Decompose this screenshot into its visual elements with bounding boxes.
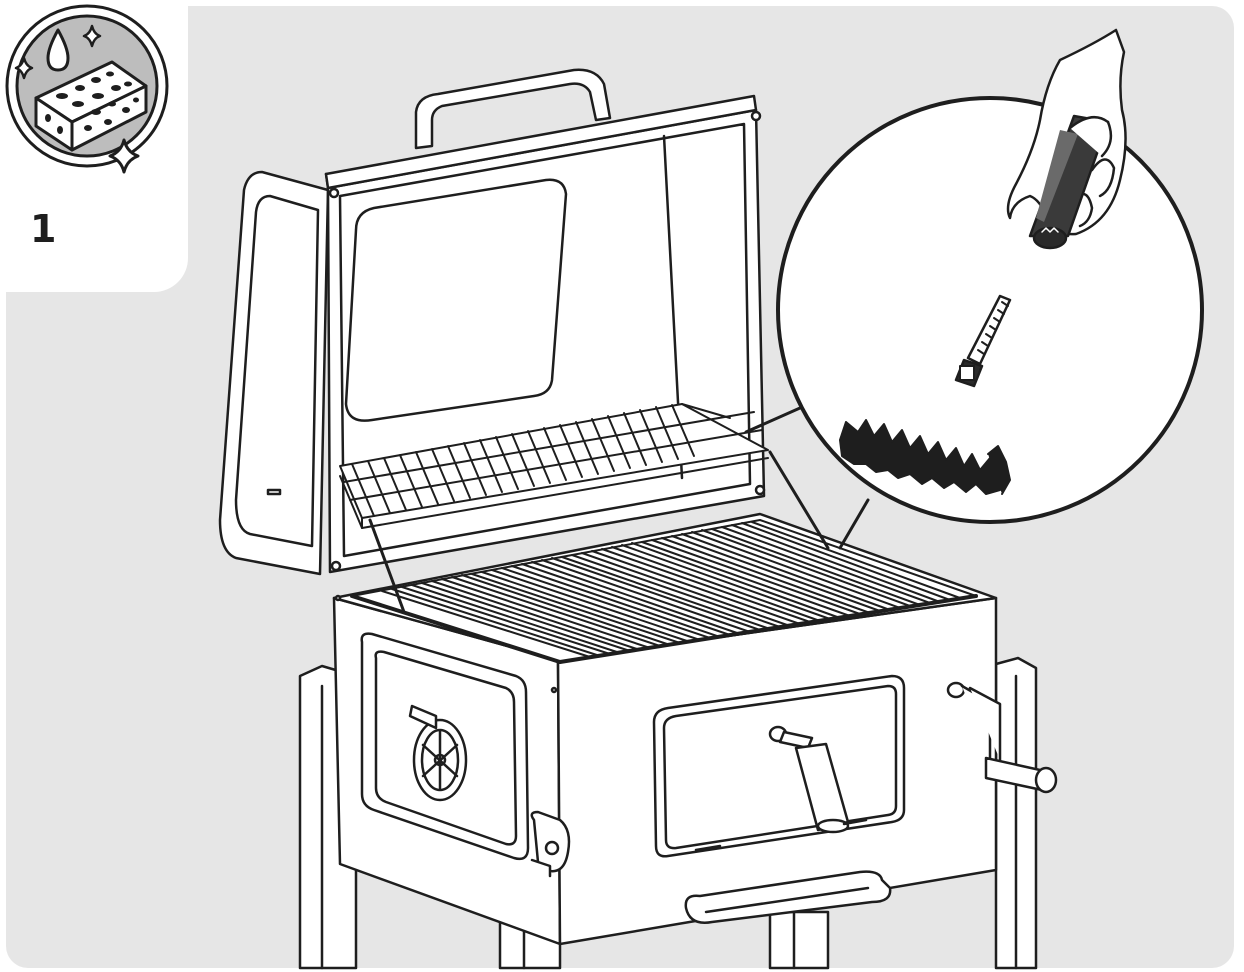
- sponge-cleaning-icon: [0, 0, 200, 190]
- lid: [220, 70, 764, 574]
- zoom-callout: [746, 30, 1202, 548]
- step-number: 1: [30, 210, 56, 248]
